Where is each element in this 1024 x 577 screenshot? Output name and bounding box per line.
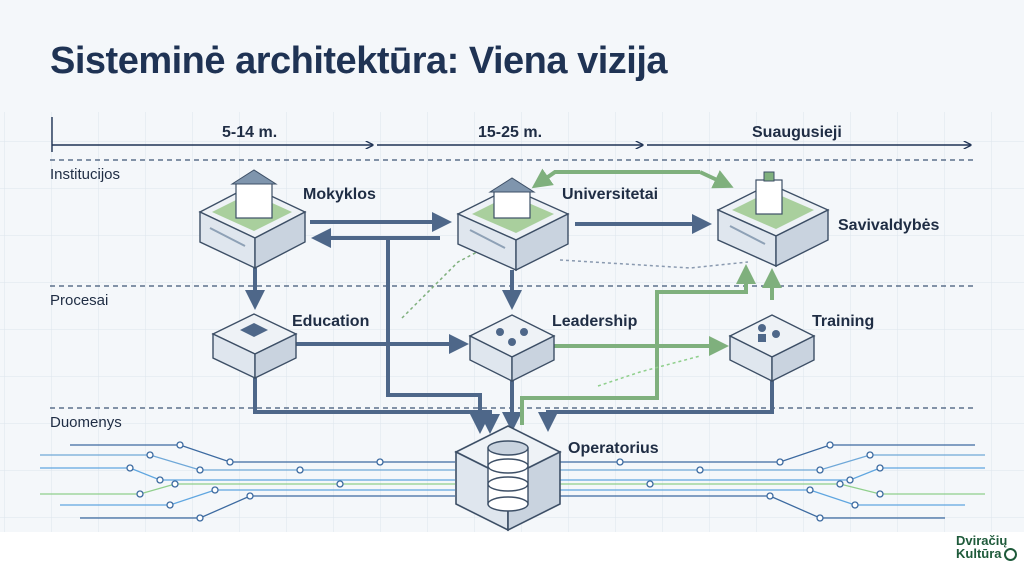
- logo-line-2: Kultūra: [956, 546, 1017, 562]
- database-icon: [487, 440, 529, 512]
- node-universitetai: [456, 177, 570, 272]
- logo-line-1: Dviračių: [956, 533, 1008, 548]
- connection-arrows: [245, 212, 774, 434]
- logo-line-2-text: Kultūra: [956, 546, 1002, 561]
- label-operatorius: Operatorius: [568, 440, 659, 457]
- node-operatorius: [454, 425, 562, 532]
- brand-logo: Dviračių Kultūra: [956, 533, 1017, 562]
- green-arrows: [520, 168, 782, 425]
- timeline-label-adults: Suaugusieji: [752, 124, 842, 141]
- node-education: [211, 313, 298, 380]
- timeline-axis: [51, 117, 970, 152]
- node-mokyklos: [198, 169, 307, 270]
- people-network-icon: [496, 328, 528, 346]
- timeline-label-5-14: 5-14 m.: [222, 124, 278, 141]
- graduation-cap-icon: [240, 323, 268, 337]
- school-building-icon: [235, 181, 273, 219]
- label-training: Training: [812, 313, 875, 330]
- municipality-building-icon: [755, 179, 783, 215]
- lane-label-procesai: Procesai: [50, 292, 109, 309]
- node-training: [728, 314, 816, 383]
- label-universitetai: Universitetai: [562, 186, 659, 203]
- label-mokyklos: Mokyklos: [303, 186, 376, 203]
- page-title: Sisteminė architektūra: Viena vizija: [50, 40, 668, 82]
- university-building-icon: [493, 189, 531, 219]
- footer-band: [0, 532, 1024, 572]
- data-network-nodes: [126, 441, 884, 522]
- data-network-left: [40, 444, 455, 519]
- lane-label-institucijos: Institucijos: [50, 166, 121, 183]
- label-savivaldybes: Savivaldybės: [838, 217, 940, 234]
- label-leadership: Leadership: [552, 313, 638, 330]
- node-leadership: [468, 314, 556, 383]
- bicycle-wheel-icon: [1003, 548, 1017, 562]
- training-people-icon: [758, 324, 780, 342]
- node-savivaldybes: [716, 171, 830, 268]
- label-education: Education: [292, 313, 370, 330]
- timeline-label-15-25: 15-25 m.: [478, 124, 543, 141]
- lane-label-duomenys: Duomenys: [50, 414, 122, 431]
- data-network-right: [555, 444, 985, 519]
